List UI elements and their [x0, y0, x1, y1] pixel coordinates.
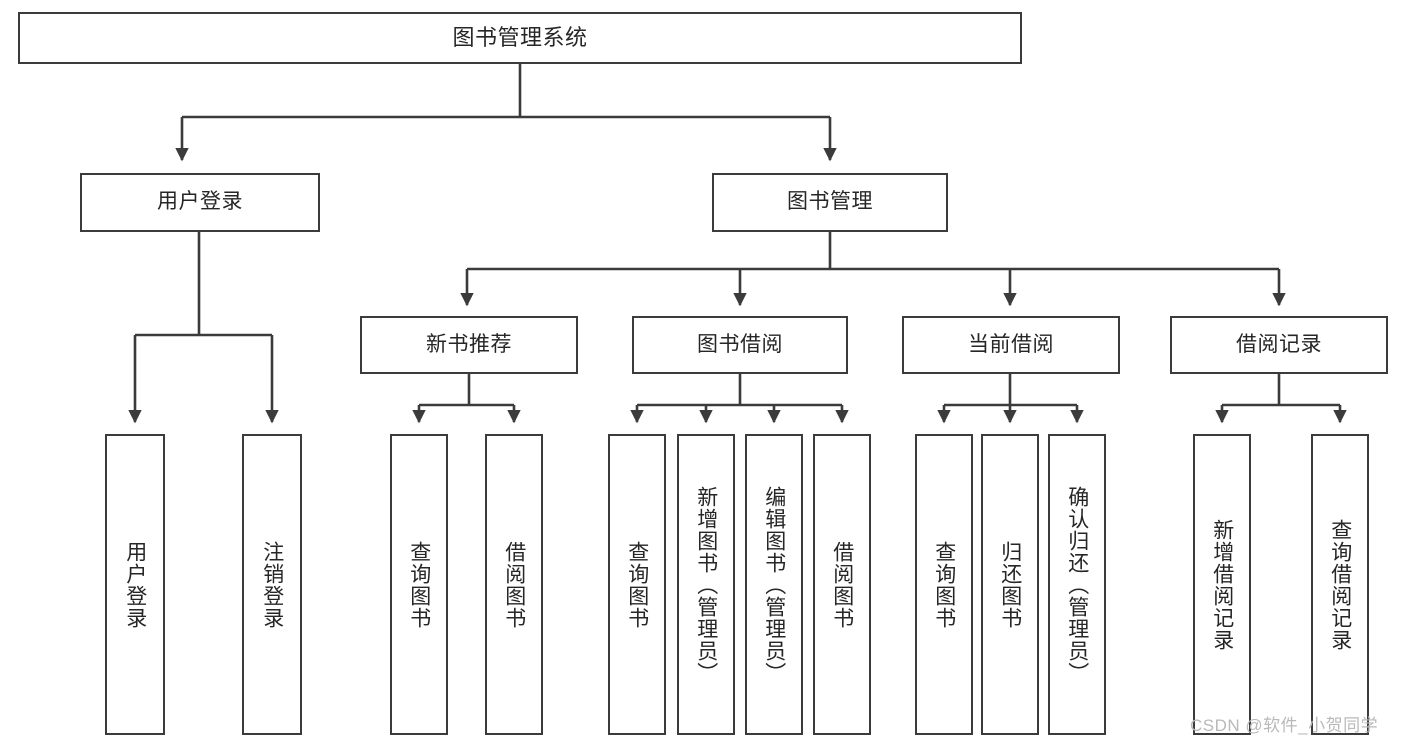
- leaf-borrow-record-query-record[interactable]: 查询借阅记录: [1311, 434, 1369, 735]
- node-label: 查询图书: [932, 540, 956, 629]
- node-book-borrow[interactable]: 图书借阅: [632, 316, 848, 374]
- node-borrow-record[interactable]: 借阅记录: [1170, 316, 1388, 374]
- node-label: 注销登录: [260, 540, 284, 629]
- node-label: 当前借阅: [968, 332, 1054, 356]
- leaf-book-borrow-query-book[interactable]: 查询图书: [608, 434, 666, 735]
- leaf-user-login-logout[interactable]: 注销登录: [242, 434, 302, 735]
- leaf-new-book-query-book[interactable]: 查询图书: [390, 434, 448, 735]
- leaf-current-borrow-return-book[interactable]: 归还图书: [981, 434, 1039, 735]
- leaf-user-login-login[interactable]: 用户登录: [105, 434, 165, 735]
- leaf-current-borrow-query-book[interactable]: 查询图书: [915, 434, 973, 735]
- node-label: 新书推荐: [426, 332, 512, 356]
- node-label: 用户登录: [157, 190, 243, 214]
- node-book-management[interactable]: 图书管理: [712, 173, 948, 232]
- node-label: 用户登录: [123, 540, 147, 629]
- node-label: 图书借阅: [697, 332, 783, 356]
- leaf-new-book-borrow-book[interactable]: 借阅图书: [485, 434, 543, 735]
- leaf-book-borrow-borrow-book[interactable]: 借阅图书: [813, 434, 871, 735]
- node-label: 查询图书: [407, 540, 431, 629]
- node-label: 借阅图书: [830, 540, 854, 629]
- watermark: CSDN @软件_小贺同学: [1190, 716, 1379, 735]
- leaf-current-borrow-confirm-return-admin[interactable]: 确认归还（管理员）: [1048, 434, 1106, 735]
- node-label: 图书管理: [787, 190, 873, 214]
- node-label: 新增借阅记录: [1210, 518, 1234, 651]
- node-book-management-system[interactable]: 图书管理系统: [18, 12, 1022, 64]
- leaf-borrow-record-add-record[interactable]: 新增借阅记录: [1193, 434, 1251, 735]
- leaf-book-borrow-add-book-admin[interactable]: 新增图书（管理员）: [677, 434, 735, 735]
- node-user-login[interactable]: 用户登录: [80, 173, 320, 232]
- node-label: 查询借阅记录: [1328, 518, 1352, 651]
- node-label: 确认归还（管理员）: [1065, 485, 1089, 684]
- node-label: 借阅图书: [502, 540, 526, 629]
- node-label: 图书管理系统: [452, 25, 588, 51]
- node-current-borrow[interactable]: 当前借阅: [902, 316, 1120, 374]
- node-label: 新增图书（管理员）: [694, 485, 718, 684]
- node-label: 编辑图书（管理员）: [762, 485, 786, 684]
- node-label: 归还图书: [998, 540, 1022, 629]
- node-label: 借阅记录: [1236, 332, 1322, 356]
- leaf-book-borrow-edit-book-admin[interactable]: 编辑图书（管理员）: [745, 434, 803, 735]
- node-new-book-recommend[interactable]: 新书推荐: [360, 316, 578, 374]
- node-label: 查询图书: [625, 540, 649, 629]
